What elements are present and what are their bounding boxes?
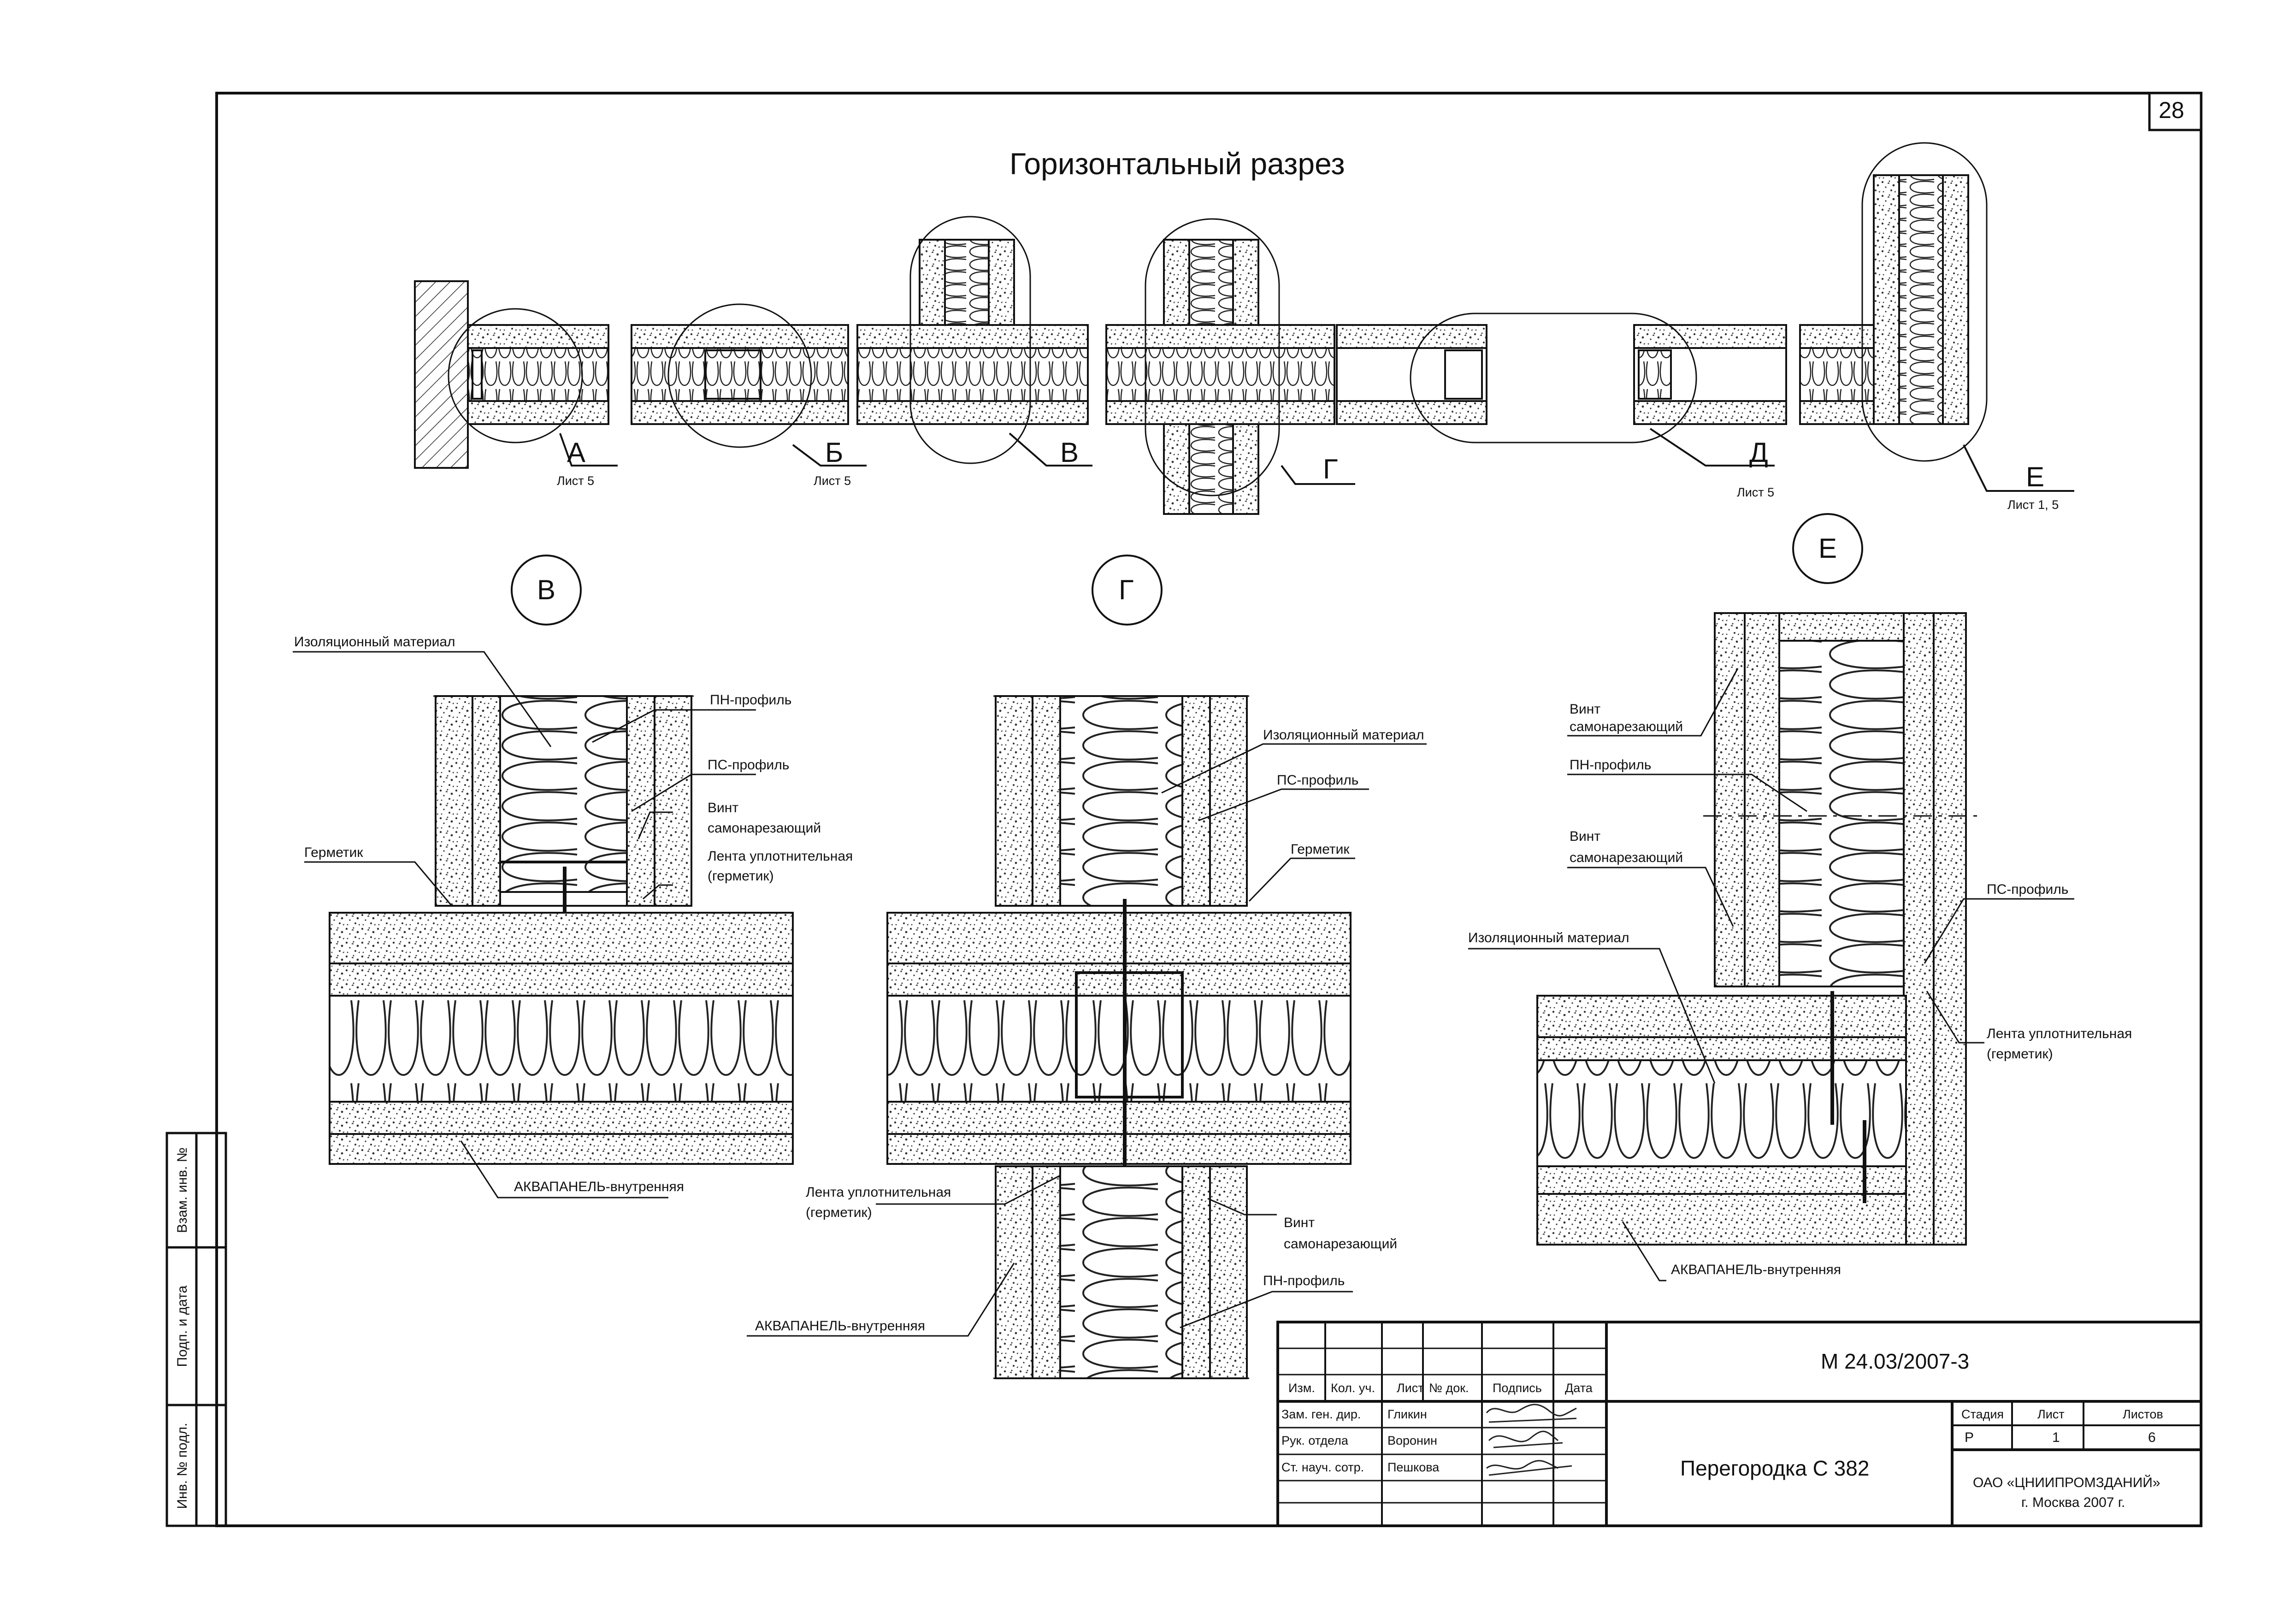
v-tape-label-1: Лента уплотнительная — [708, 849, 853, 864]
detail-g-mark: Г — [1119, 574, 1134, 605]
g-ps-profile-label: ПС-профиль — [1277, 773, 1359, 788]
g-pn-profile-label: ПН-профиль — [1263, 1273, 1345, 1288]
stage-header: Стадия — [1961, 1407, 2004, 1421]
overview-section-e — [1799, 142, 1988, 462]
header-kol: Кол. уч. — [1331, 1381, 1375, 1395]
stamp-inv: Инв. № подл. — [175, 1423, 190, 1509]
overview-leaders — [559, 428, 2074, 492]
detail-v-leaders — [293, 651, 756, 1199]
detail-e-drawing — [1536, 513, 1977, 1246]
e-screw-a-label-2: самонарезающий — [1570, 719, 1683, 734]
name-2: Воронин — [1387, 1434, 1437, 1447]
stamp-vzam: Взам. инв. № — [175, 1147, 190, 1233]
section-sheet-d: Лист 5 — [1737, 485, 1775, 499]
side-stamp — [165, 1132, 227, 1527]
e-ps-profile-label: ПС-профиль — [1987, 882, 2069, 897]
header-izm: Изм. — [1288, 1381, 1315, 1395]
stamp-podp: Подп. и дата — [175, 1285, 190, 1367]
title-block — [1276, 1321, 2202, 1527]
detail-v-drawing — [329, 555, 794, 1165]
header-list: Лист — [1397, 1381, 1424, 1395]
drawing-title: Горизонтальный разрез — [1009, 147, 1345, 181]
stage-value: Р — [1965, 1430, 1974, 1445]
section-mark-g: Г — [1323, 454, 1338, 484]
e-insulation-label: Изоляционный материал — [1468, 930, 1629, 945]
name-1: Гликин — [1387, 1407, 1427, 1421]
g-sealant-label: Герметик — [1291, 842, 1350, 857]
name-3: Пешкова — [1387, 1460, 1440, 1474]
document-code: М 24.03/2007-3 — [1821, 1349, 1970, 1373]
signature-scribbles — [1486, 1404, 1577, 1476]
v-tape-label-2: (герметик) — [708, 868, 774, 884]
detail-g-leaders — [747, 743, 1427, 1337]
e-pn-profile-label: ПН-профиль — [1570, 757, 1652, 773]
section-mark-e: Е — [2026, 461, 2045, 492]
v-insulation-label: Изоляционный материал — [294, 634, 455, 650]
sheets-header: Листов — [2123, 1407, 2163, 1421]
v-aquapanel-label: АКВАПАНЕЛЬ-внутренняя — [514, 1179, 685, 1194]
role-1: Зам. ген. дир. — [1281, 1407, 1361, 1421]
sheet-frame — [215, 92, 2202, 1527]
role-3: Ст. науч. сотр. — [1281, 1460, 1364, 1474]
section-mark-a: А — [567, 437, 586, 468]
e-tape-label-1: Лента уплотнительная — [1987, 1026, 2132, 1041]
overview-section-v — [856, 216, 1089, 464]
v-sealant-label: Герметик — [304, 845, 363, 860]
overview-section-a — [414, 280, 609, 469]
g-screw-label-2: самонарезающий — [1284, 1236, 1398, 1252]
g-insulation-label: Изоляционный материал — [1263, 727, 1424, 743]
section-mark-b: Б — [825, 437, 844, 468]
overview-section-d — [1336, 313, 1787, 443]
document-name: Перегородка С 382 — [1680, 1456, 1870, 1480]
e-aquapanel-label: АКВАПАНЕЛЬ-внутренняя — [1671, 1262, 1842, 1277]
g-screw-label-1: Винт — [1284, 1215, 1315, 1230]
sheets-value: 6 — [2148, 1430, 2156, 1445]
section-sheet-e: Лист 1, 5 — [2007, 498, 2059, 512]
sheet-value: 1 — [2052, 1430, 2060, 1445]
e-screw-b-label-2: самонарезающий — [1570, 850, 1683, 865]
header-date: Дата — [1565, 1381, 1593, 1395]
overview-section-g — [1105, 218, 1335, 515]
detail-e-mark: Е — [1818, 533, 1837, 564]
g-aquapanel-label: АКВАПАНЕЛЬ-внутренняя — [755, 1318, 926, 1334]
e-tape-label-2: (герметик) — [1987, 1046, 2053, 1062]
sheet-header: Лист — [2037, 1407, 2065, 1421]
section-sheet-b: Лист 5 — [814, 474, 851, 488]
e-screw-b-label-1: Винт — [1570, 829, 1601, 844]
role-2: Рук. отдела — [1281, 1434, 1348, 1447]
g-tape-label-1: Лента уплотнительная — [806, 1185, 951, 1200]
page-number: 28 — [2159, 97, 2184, 123]
page-number-box — [2148, 92, 2202, 131]
overview-section-b — [631, 303, 849, 448]
header-doc: № док. — [1429, 1381, 1469, 1395]
e-screw-a-label-1: Винт — [1570, 702, 1601, 717]
v-screw-label-1: Винт — [708, 800, 739, 815]
header-signature: Подпись — [1493, 1381, 1542, 1395]
org-line-1: ОАО «ЦНИИПРОМЗДАНИЙ» — [1973, 1475, 2160, 1490]
org-line-2: г. Москва 2007 г. — [2021, 1495, 2125, 1510]
v-screw-label-2: самонарезающий — [708, 821, 821, 836]
section-mark-v: В — [1060, 437, 1079, 468]
v-ps-profile-label: ПС-профиль — [708, 757, 790, 773]
detail-v-mark: В — [537, 574, 556, 605]
detail-g-drawing — [886, 555, 1352, 1379]
v-pn-profile-label: ПН-профиль — [710, 692, 792, 708]
section-mark-d: Д — [1749, 437, 1768, 468]
g-tape-label-2: (герметик) — [806, 1205, 872, 1220]
detail-e-leaders — [1468, 668, 2074, 1281]
section-sheet-a: Лист 5 — [557, 474, 595, 488]
